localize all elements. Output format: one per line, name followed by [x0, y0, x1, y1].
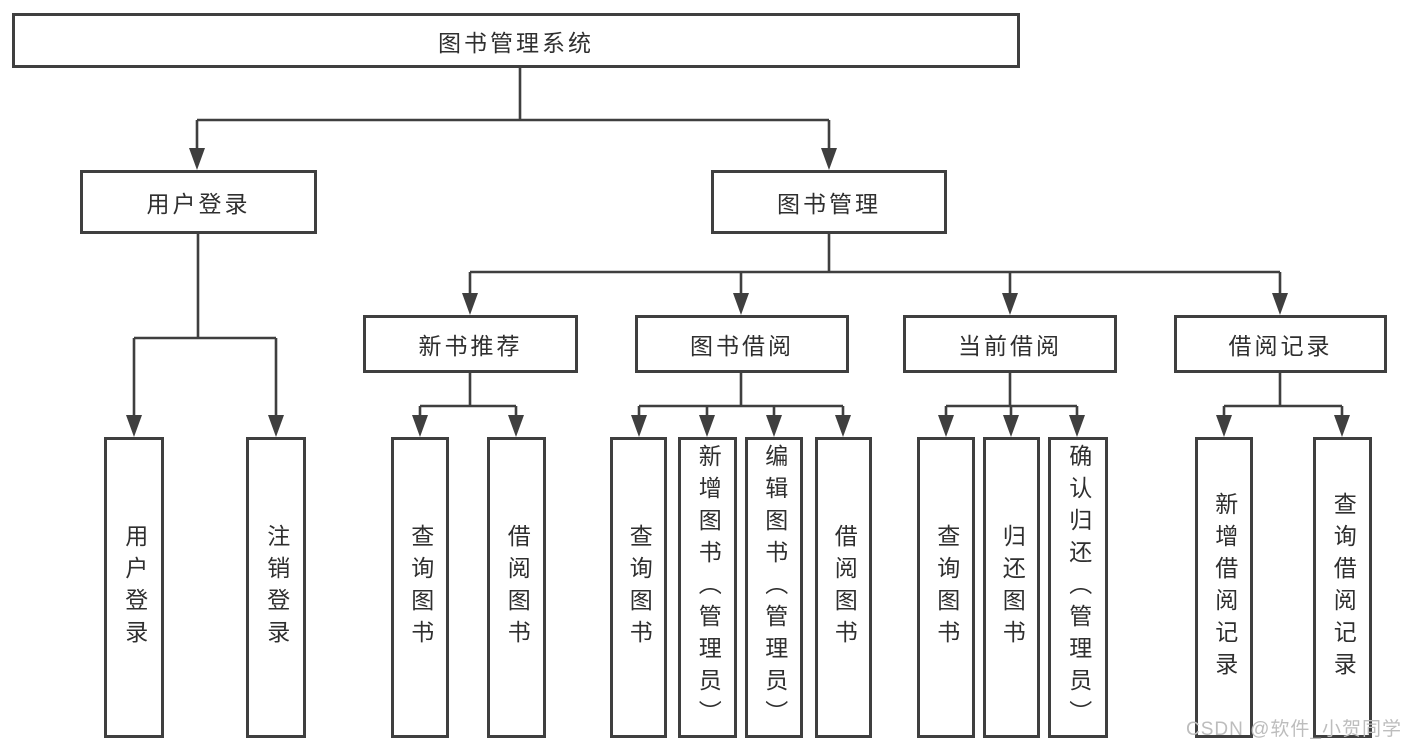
node-book-management: 图书管理: [711, 170, 947, 234]
leaf-return-books: 归还图书: [983, 437, 1040, 738]
node-book-borrowing-label: 图书借阅: [690, 333, 794, 359]
leaf-query-books-current-label: 查询图书: [933, 523, 960, 652]
node-book-management-label: 图书管理: [777, 191, 881, 217]
leaf-borrow-books-label: 借阅图书: [831, 523, 858, 652]
node-current-borrowing-label: 当前借阅: [958, 333, 1062, 359]
leaf-edit-books-admin: 编辑图书（管理员）: [745, 437, 803, 738]
leaf-logout-label: 注销登录: [263, 523, 290, 652]
leaf-query-borrow-record-label: 查询借阅记录: [1330, 491, 1357, 684]
leaf-query-books-recommend: 查询图书: [391, 437, 449, 738]
node-root: 图书管理系统: [12, 13, 1020, 68]
leaf-return-books-label: 归还图书: [999, 523, 1026, 652]
leaf-borrow-books: 借阅图书: [815, 437, 872, 738]
node-borrowing-records-label: 借阅记录: [1228, 333, 1333, 359]
leaf-add-books-admin-label: 新增图书（管理员）: [695, 443, 722, 732]
node-book-borrowing: 图书借阅: [635, 315, 849, 373]
leaf-query-books-current: 查询图书: [917, 437, 975, 738]
leaf-query-borrow-record: 查询借阅记录: [1313, 437, 1372, 738]
node-user-login-label: 用户登录: [146, 191, 251, 217]
leaf-confirm-return-admin-label: 确认归还（管理员）: [1065, 443, 1092, 732]
leaf-add-borrow-record-label: 新增借阅记录: [1211, 491, 1238, 684]
leaf-borrow-books-recommend-label: 借阅图书: [504, 523, 531, 652]
leaf-borrow-books-recommend: 借阅图书: [487, 437, 546, 738]
leaf-user-login-label: 用户登录: [121, 523, 148, 652]
leaf-query-books-recommend-label: 查询图书: [407, 523, 434, 652]
leaf-add-borrow-record: 新增借阅记录: [1195, 437, 1253, 738]
node-current-borrowing: 当前借阅: [903, 315, 1117, 373]
leaf-user-login: 用户登录: [104, 437, 164, 738]
leaf-edit-books-admin-label: 编辑图书（管理员）: [761, 443, 788, 732]
node-new-book-recommend: 新书推荐: [363, 315, 578, 373]
leaf-query-books-borrow: 查询图书: [610, 437, 667, 738]
leaf-query-books-borrow-label: 查询图书: [626, 523, 653, 652]
leaf-logout: 注销登录: [246, 437, 306, 738]
node-borrowing-records: 借阅记录: [1174, 315, 1387, 373]
leaf-confirm-return-admin: 确认归还（管理员）: [1048, 437, 1108, 738]
leaf-add-books-admin: 新增图书（管理员）: [678, 437, 737, 738]
node-root-label: 图书管理系统: [438, 29, 594, 56]
csdn-watermark: CSDN @软件_小贺同学: [1186, 719, 1402, 740]
node-new-book-recommend-label: 新书推荐: [418, 333, 523, 359]
node-user-login: 用户登录: [80, 170, 317, 234]
